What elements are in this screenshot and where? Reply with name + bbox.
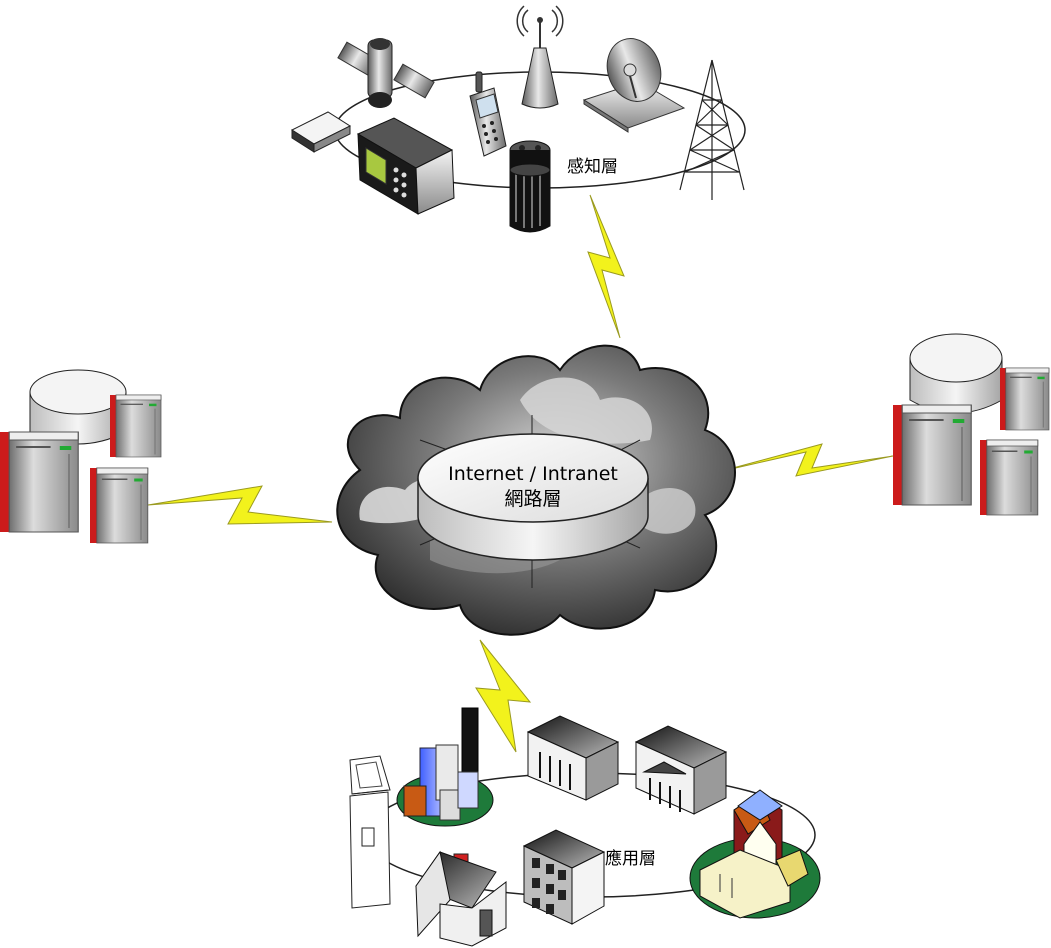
- server-cluster-left: [0, 369, 162, 544]
- refrigerator-icon: [349, 755, 391, 909]
- server-cluster-right: [892, 333, 1050, 516]
- network-layer-label: 網路層: [504, 488, 561, 510]
- network-layer: Internet / Intranet 網路層: [336, 344, 736, 636]
- satellite-dish-icon: [582, 38, 686, 133]
- lightning-top-icon: [587, 194, 625, 339]
- server-unit-icon: [0, 431, 79, 533]
- bank-building-icon: [526, 715, 620, 801]
- lightning-right-icon: [717, 443, 894, 477]
- antenna-tower-icon: [516, 5, 564, 109]
- perception-layer-label: 感知層: [567, 157, 618, 177]
- server-unit-icon: [109, 394, 162, 458]
- perception-layer: 感知層: [290, 5, 746, 233]
- network-layer-title: Internet / Intranet: [448, 463, 618, 485]
- lightning-links: [147, 194, 894, 753]
- office-building-icon: [522, 829, 606, 925]
- city-building-icon: [396, 707, 494, 827]
- application-layer: 應用層: [349, 707, 821, 947]
- lightning-bottom-icon: [475, 639, 532, 753]
- server-unit-icon: [89, 467, 149, 544]
- card-reader-icon: [290, 111, 352, 153]
- transmission-tower-icon: [679, 59, 745, 200]
- satellite-icon: [337, 38, 435, 108]
- radio-device-icon: [356, 117, 455, 215]
- database-drum-icon: [909, 333, 1003, 414]
- house-icon: [415, 850, 507, 947]
- mobile-phone-icon: [469, 71, 507, 157]
- server-unit-icon: [892, 404, 972, 506]
- church-icon: [689, 789, 821, 919]
- lightning-left-icon: [147, 485, 333, 525]
- bank-building-icon: [634, 725, 728, 815]
- application-layer-label: 應用層: [605, 848, 656, 869]
- server-unit-icon: [999, 367, 1050, 431]
- server-unit-icon: [979, 439, 1039, 516]
- sensor-device-icon: [509, 140, 551, 233]
- network-disk: [417, 433, 649, 561]
